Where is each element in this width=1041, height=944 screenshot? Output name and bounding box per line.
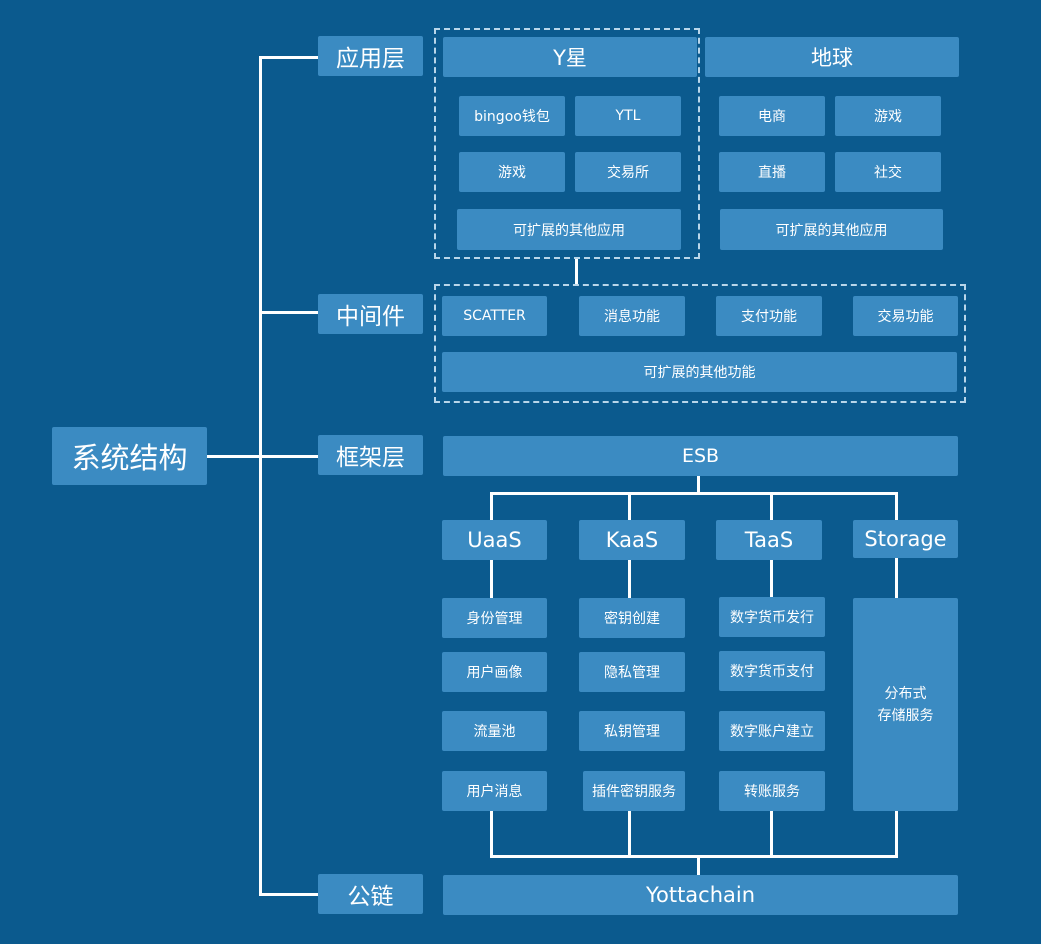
ystar-item-more: 可扩展的其他应用 <box>457 209 681 250</box>
earth-title: 地球 <box>705 37 959 77</box>
connector-line <box>770 811 773 857</box>
connector-line <box>575 259 578 284</box>
root-node: 系统结构 <box>52 427 207 485</box>
taas-item: 数字货币支付 <box>719 651 825 691</box>
earth-item-ecommerce: 电商 <box>719 96 825 136</box>
storage-service-line-2: 存储服务 <box>877 707 934 724</box>
layer-label-chain: 公链 <box>318 874 423 914</box>
esb-bus: ESB <box>443 436 958 476</box>
connector-line <box>895 492 898 520</box>
earth-item-game: 游戏 <box>835 96 941 136</box>
connector-line <box>207 455 259 458</box>
connector-line <box>259 56 262 896</box>
connector-line <box>628 492 631 520</box>
layer-label-middleware: 中间件 <box>318 294 423 334</box>
earth-item-social: 社交 <box>835 152 941 192</box>
yottachain-chain: Yottachain <box>443 875 958 915</box>
kaas-item: 插件密钥服务 <box>583 771 685 811</box>
ystar-title: Y星 <box>443 37 697 77</box>
taas-item: 转账服务 <box>719 771 825 811</box>
connector-line <box>259 311 318 314</box>
connector-line <box>490 855 898 858</box>
connector-line <box>259 56 318 59</box>
middleware-item-message: 消息功能 <box>579 296 685 336</box>
middleware-item-trade: 交易功能 <box>853 296 958 336</box>
connector-line <box>259 893 318 896</box>
storage-service-line-1: 分布式 <box>884 685 927 702</box>
connector-line <box>628 811 631 857</box>
connector-line <box>259 455 318 458</box>
column-head-kaas: KaaS <box>579 520 685 560</box>
uaas-item: 用户画像 <box>442 652 547 692</box>
taas-item: 数字账户建立 <box>719 711 825 751</box>
column-head-taas: TaaS <box>716 520 822 560</box>
kaas-item: 密钥创建 <box>579 598 685 638</box>
ystar-item-ytl: YTL <box>575 96 681 136</box>
connector-line <box>490 560 493 598</box>
connector-line <box>490 811 493 857</box>
taas-item: 数字货币发行 <box>719 597 825 637</box>
uaas-item: 用户消息 <box>442 771 547 811</box>
layer-label-app: 应用层 <box>318 36 423 76</box>
ystar-item-wallet: bingoo钱包 <box>459 96 565 136</box>
connector-line <box>770 560 773 598</box>
middleware-item-payment: 支付功能 <box>716 296 822 336</box>
layer-label-framework: 框架层 <box>318 435 423 475</box>
middleware-group-frame <box>434 284 966 403</box>
ystar-group-frame <box>434 28 700 259</box>
middleware-item-scatter: SCATTER <box>442 296 547 336</box>
column-head-storage: Storage <box>853 520 958 558</box>
connector-line <box>490 492 898 495</box>
earth-item-live: 直播 <box>719 152 825 192</box>
connector-line <box>895 811 898 857</box>
kaas-item: 私钥管理 <box>579 711 685 751</box>
connector-line <box>490 492 493 520</box>
uaas-item: 流量池 <box>442 711 547 751</box>
column-head-uaas: UaaS <box>442 520 547 560</box>
connector-line <box>697 855 700 875</box>
uaas-item: 身份管理 <box>442 598 547 638</box>
kaas-item: 隐私管理 <box>579 652 685 692</box>
ystar-item-exchange: 交易所 <box>575 152 681 192</box>
connector-line <box>697 476 700 493</box>
middleware-item-more: 可扩展的其他功能 <box>442 352 957 392</box>
earth-item-more: 可扩展的其他应用 <box>720 209 943 250</box>
connector-line <box>770 492 773 520</box>
connector-line <box>895 558 898 598</box>
storage-service: 分布式 存储服务 <box>853 598 958 811</box>
ystar-item-game: 游戏 <box>459 152 565 192</box>
connector-line <box>628 560 631 598</box>
